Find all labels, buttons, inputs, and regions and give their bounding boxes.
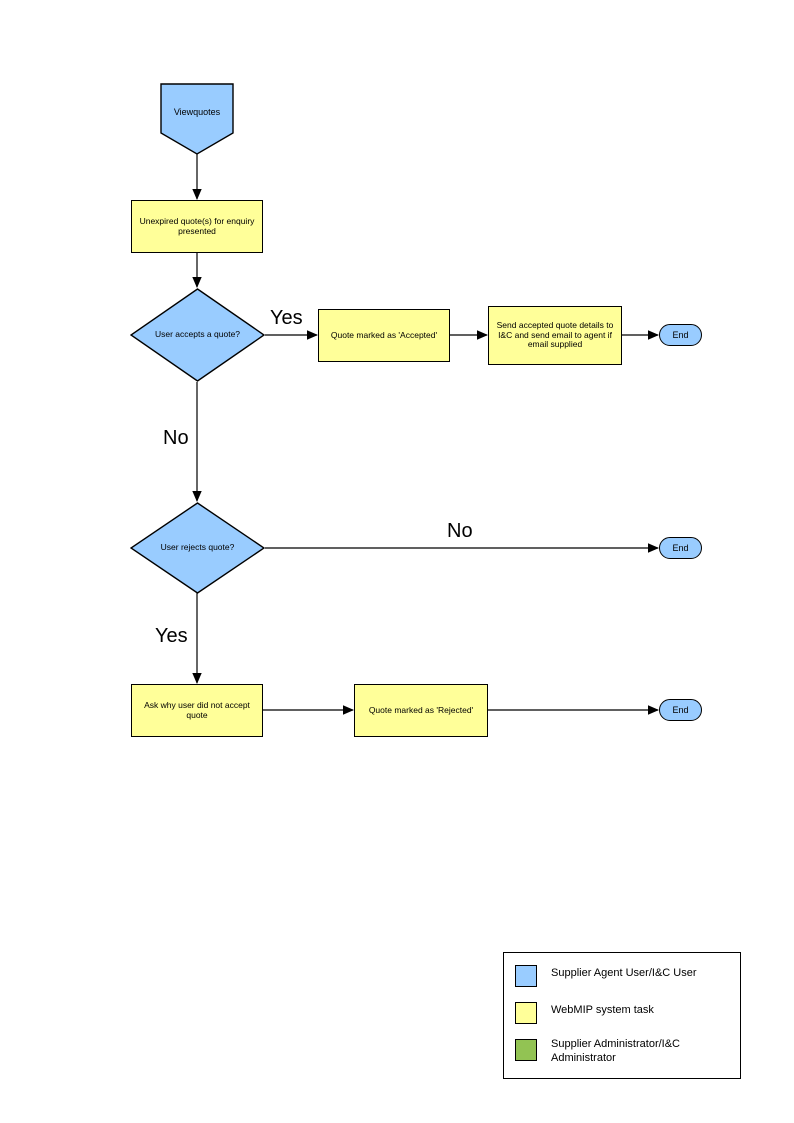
edge-label-accepts-no: No (163, 427, 189, 449)
node-decision-user-rejects-label: User rejects quote? (160, 542, 235, 553)
node-quote-marked-rejected-label: Quote marked as 'Rejected' (368, 704, 474, 715)
node-decision-user-rejects[interactable]: User rejects quote? (130, 502, 265, 594)
node-quote-marked-accepted-label: Quote marked as 'Accepted' (330, 329, 438, 340)
node-send-accepted-details[interactable]: Send accepted quote details to I&C and s… (488, 306, 622, 365)
node-unexpired-quotes-label: Unexpired quote(s) for enquiry presented (139, 215, 255, 236)
node-quote-marked-accepted[interactable]: Quote marked as 'Accepted' (318, 309, 450, 362)
node-start-label: Viewquotes (173, 106, 221, 117)
node-end-accept[interactable]: End (659, 324, 702, 346)
legend-swatch-blue (515, 965, 537, 987)
diamond-shape (130, 288, 265, 382)
edge-label-accepts-yes: Yes (270, 307, 303, 329)
legend-swatch-green (515, 1039, 537, 1061)
legend-item-webmip-task: WebMIP system task (515, 1002, 654, 1024)
node-ask-why[interactable]: Ask why user did not accept quote (131, 684, 263, 737)
diamond-shape (130, 502, 265, 594)
legend: Supplier Agent User/I&C User WebMIP syst… (503, 952, 741, 1079)
legend-item-supplier-admin: Supplier Administrator/I&C Administrator (515, 1038, 730, 1066)
node-end-accept-label: End (672, 329, 689, 340)
edge-label-rejects-yes: Yes (155, 625, 188, 647)
node-send-accepted-details-label: Send accepted quote details to I&C and s… (496, 319, 614, 350)
node-end-reject-label: End (672, 704, 689, 715)
edge-label-rejects-no: No (447, 520, 473, 542)
pentagon-shape (160, 83, 234, 155)
node-end-reject[interactable]: End (659, 699, 702, 721)
legend-label-supplier-agent: Supplier Agent User/I&C User (551, 967, 697, 979)
node-quote-marked-rejected[interactable]: Quote marked as 'Rejected' (354, 684, 488, 737)
node-ask-why-label: Ask why user did not accept quote (144, 699, 250, 720)
node-decision-user-accepts-label: User accepts a quote? (154, 329, 241, 340)
node-start-viewquotes[interactable]: Viewquotes (160, 83, 234, 155)
node-end-no-reject[interactable]: End (659, 537, 702, 559)
legend-swatch-yellow (515, 1002, 537, 1024)
legend-label-webmip-task: WebMIP system task (551, 1004, 654, 1016)
legend-label-supplier-admin: Supplier Administrator/I&C Administrator (551, 1038, 680, 1064)
legend-item-supplier-agent: Supplier Agent User/I&C User (515, 965, 697, 987)
node-end-no-reject-label: End (672, 542, 689, 553)
node-unexpired-quotes[interactable]: Unexpired quote(s) for enquiry presented (131, 200, 263, 253)
node-decision-user-accepts[interactable]: User accepts a quote? (130, 288, 265, 382)
